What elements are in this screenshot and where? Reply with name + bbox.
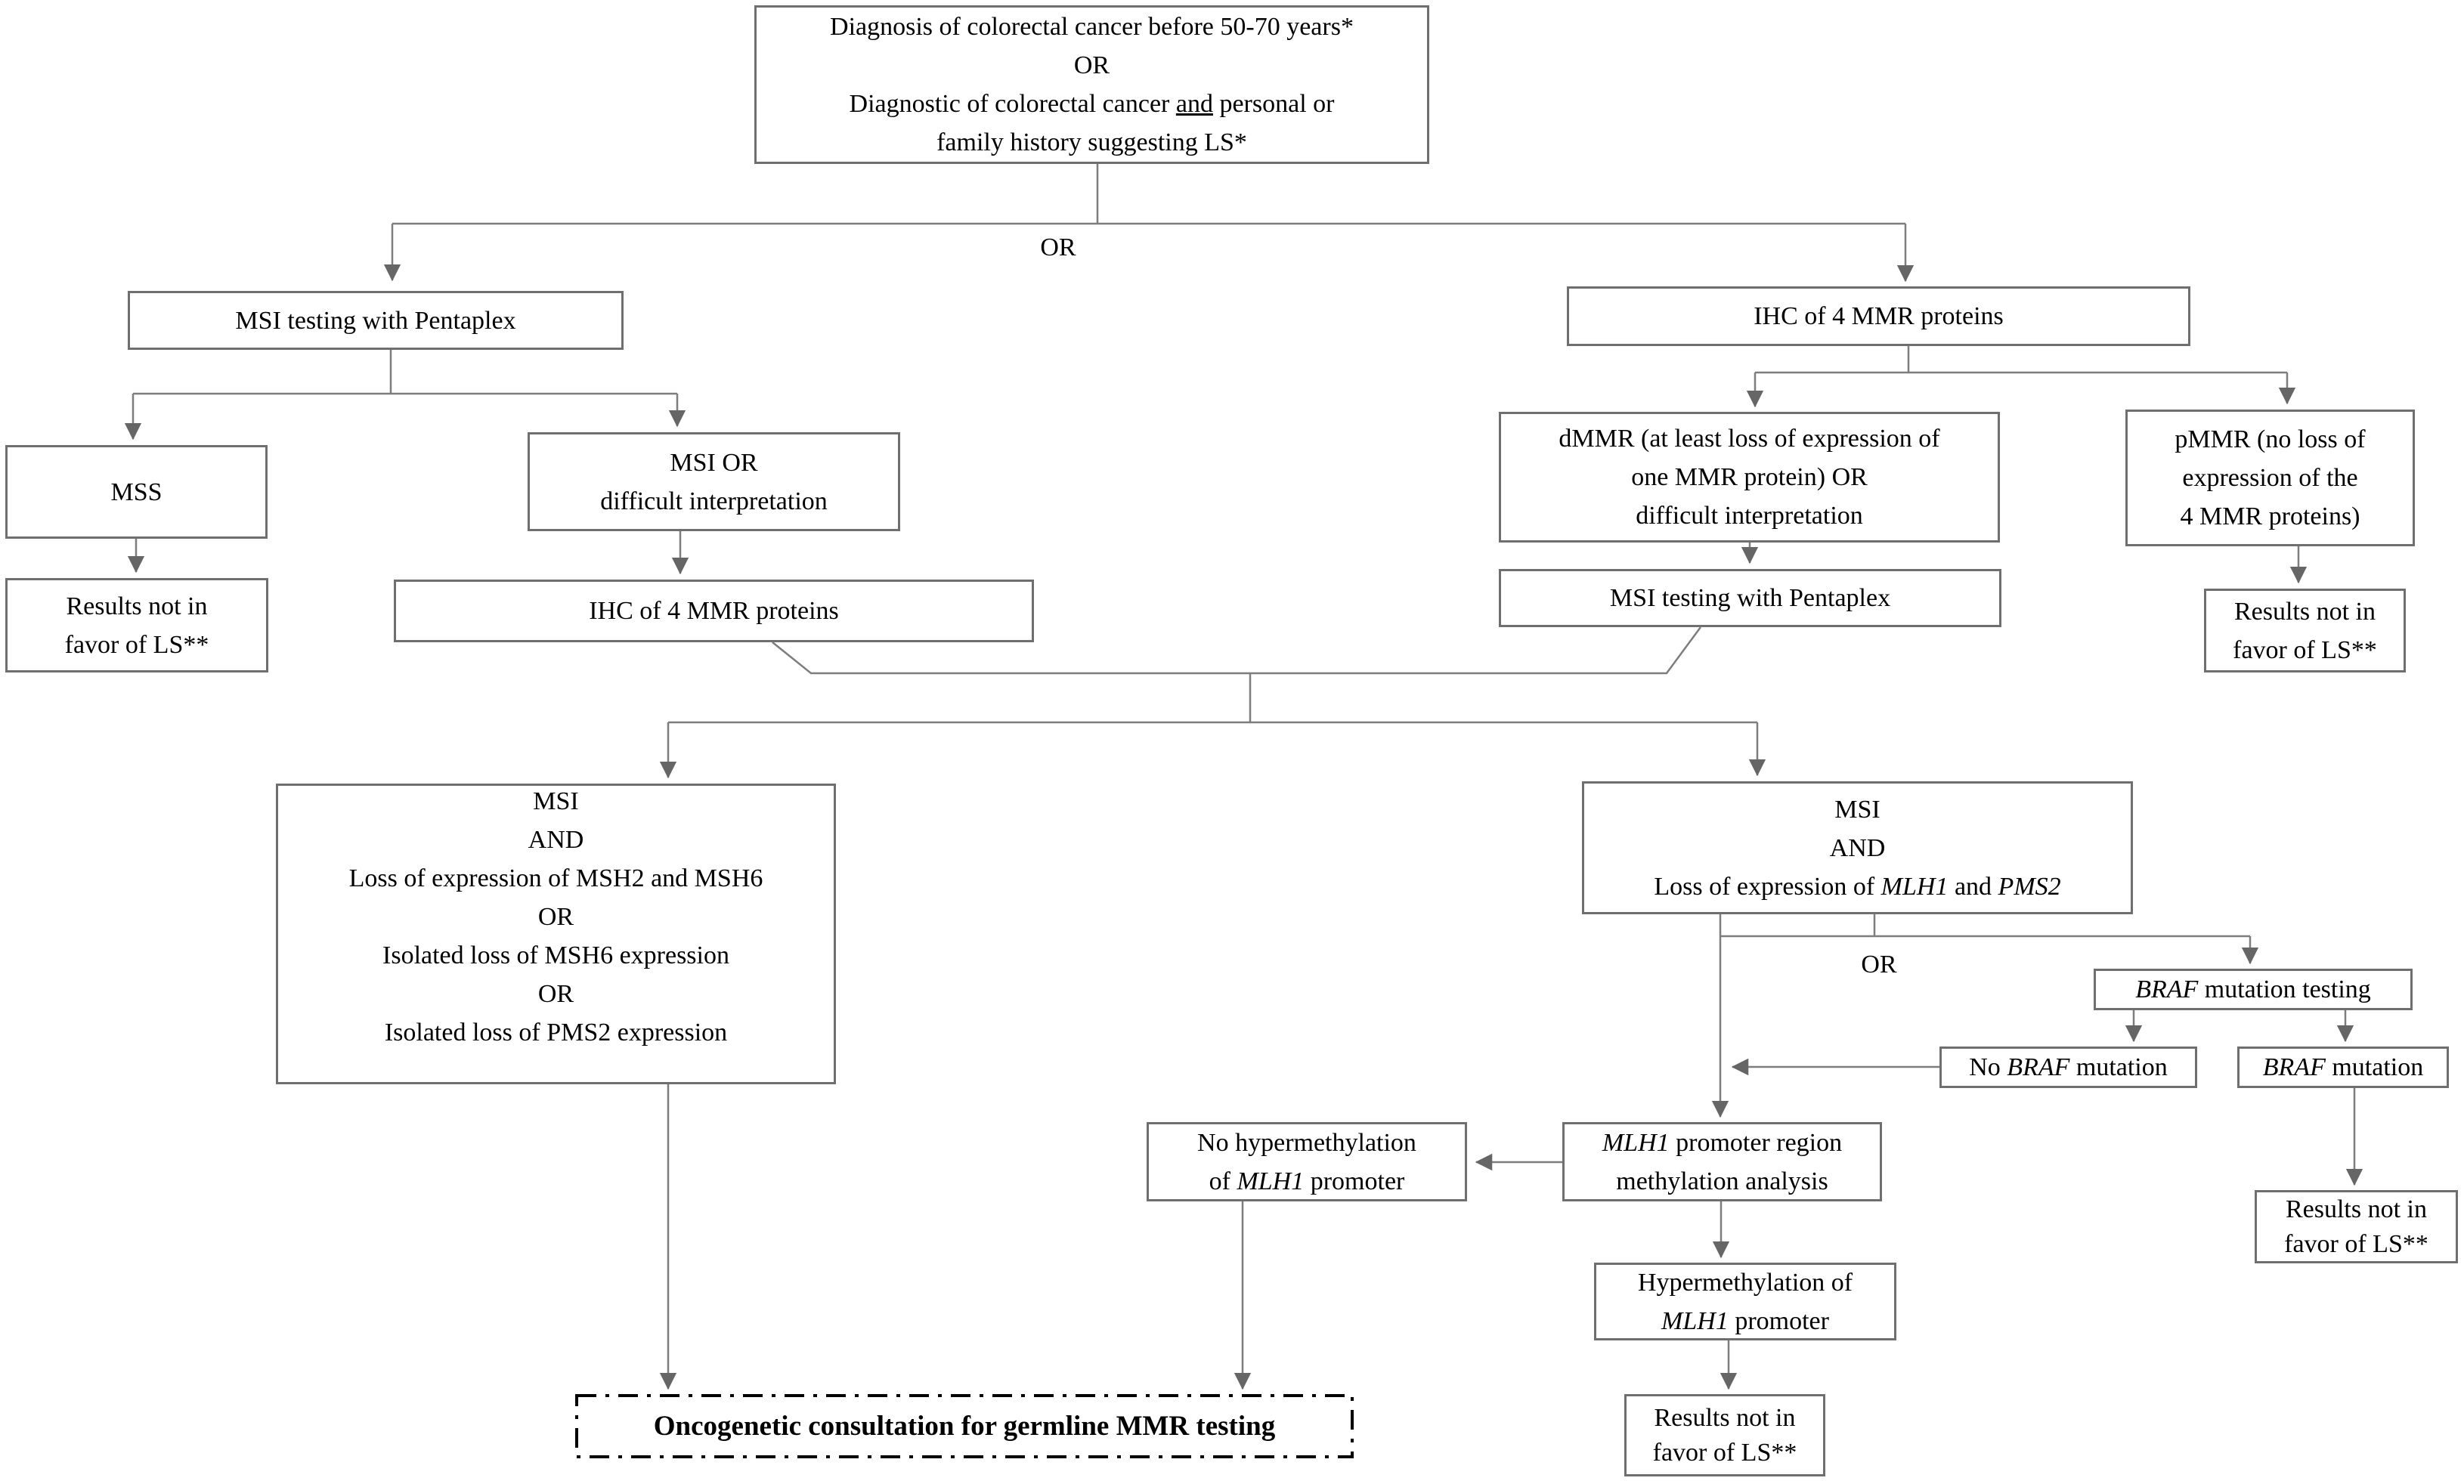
node-mss: MSS [5,445,268,539]
gene-mlh1: MLH1 [1661,1306,1729,1335]
msi-mlh-line2: AND [1829,833,1886,862]
node-msi-pentaplex-left: MSI testing with Pentaplex [128,291,624,350]
gene-braf: BRAF [2007,1053,2070,1081]
node-results-braf: Results not in favor of LS** [2255,1190,2458,1263]
no-braf-pre: No [1969,1053,2007,1081]
gene-pms2: PMS2 [1998,872,2061,901]
msi-pentaplex-left-label: MSI testing with Pentaplex [235,306,516,335]
no-braf-label: No BRAF mutation [1969,1050,2168,1086]
ihc-mmr-left-label: IHC of 4 MMR proteins [589,597,839,625]
msi-pentaplex-right-label: MSI testing with Pentaplex [1609,584,1891,612]
gene-mlh1: MLH1 [1237,1167,1305,1195]
start-line4: family history suggesting LS* [936,128,1247,156]
edge-merge-bracket [772,626,1702,675]
pmmr-line2: expression of the [2182,464,2358,492]
gene-mlh1: MLH1 [1602,1128,1670,1157]
no-hyper-line1: No hypermethylation [1197,1128,1416,1157]
results-mss-line1: Results not in [66,592,208,620]
node-msi-pentaplex-right: MSI testing with Pentaplex [1499,569,2001,627]
braf-mutation-post: mutation [2325,1053,2424,1081]
node-msi-mlh: MSI AND Loss of expression of MLH1 and P… [1582,781,2133,914]
gene-braf: BRAF [2135,975,2199,1003]
ihc-mmr-right-label: IHC of 4 MMR proteins [1754,302,2004,330]
mlh1-analysis-line1-post: promoter region [1669,1128,1843,1157]
mss-label: MSS [110,478,163,506]
results-pmmr-line1: Results not in [2233,597,2376,626]
node-msi-msh: MSI AND Loss of expression of MSH2 and M… [276,784,836,1084]
node-ihc-mmr-left: IHC of 4 MMR proteins [394,580,1034,642]
braf-mutation-label: BRAF mutation [2263,1050,2423,1086]
node-hypermethylation: Hypermethylation of MLH1 promoter [1594,1263,1896,1340]
start-line1: Diagnosis of colorectal cancer before 50… [830,13,1354,41]
no-braf-post: mutation [2069,1053,2168,1081]
braf-testing-post: mutation testing [2198,975,2371,1003]
msi-msh-line4: OR [537,903,574,931]
start-line3: Diagnostic of colorectal cancer and pers… [850,85,1335,123]
node-oncogenetic-consultation: Oncogenetic consultation for germline MM… [577,1396,1352,1457]
results-braf-line1: Results not in [2285,1195,2428,1223]
node-braf-testing: BRAF mutation testing [2094,969,2413,1010]
pmmr-line1: pMMR (no loss of [2175,425,2366,453]
start-line2: OR [1073,51,1110,79]
dmmr-line2: one MMR protein) OR [1631,463,1868,491]
node-start: Diagnosis of colorectal cancer before 50… [754,5,1429,164]
results-hyper-line2: favor of LS** [1652,1438,1797,1467]
node-no-braf: No BRAF mutation [1939,1047,2197,1088]
oncogenetic-dashdot-border [575,1394,1354,1458]
braf-testing-label: BRAF mutation testing [2135,972,2371,1008]
msi-or-difficult-line2: difficult interpretation [600,487,828,515]
no-hyper-line2: of MLH1 promoter [1209,1162,1405,1201]
msi-mlh-line3-pre: Loss of expression of [1654,872,1881,901]
oncogenetic-label: Oncogenetic consultation for germline MM… [653,1411,1276,1442]
gene-mlh1: MLH1 [1881,872,1949,901]
results-mss-line2: favor of LS** [64,630,209,659]
node-dmmr: dMMR (at least loss of expression of one… [1499,412,2000,543]
msi-mlh-line1: MSI [1834,795,1881,824]
no-hyper-line2-post: promoter [1304,1167,1405,1195]
mlh1-analysis-line2: methylation analysis [1616,1167,1828,1195]
results-pmmr-line2: favor of LS** [2233,635,2377,664]
node-pmmr: pMMR (no loss of expression of the 4 MMR… [2125,410,2415,546]
results-hyper-line1: Results not in [1654,1403,1796,1432]
node-results-pmmr: Results not in favor of LS** [2204,589,2406,672]
msi-msh-line7: Isolated loss of PMS2 expression [384,1019,728,1047]
results-braf-line2: favor of LS** [2284,1229,2428,1258]
msi-msh-line1: MSI [533,787,579,815]
pmmr-line3: 4 MMR proteins) [2180,502,2360,530]
node-no-hypermethylation: No hypermethylation of MLH1 promoter [1147,1122,1467,1201]
start-line3-pre: Diagnostic of colorectal cancer [849,90,1176,118]
hyper-line1: Hypermethylation of [1637,1268,1853,1297]
mlh1-analysis-line1: MLH1 promoter region [1602,1124,1842,1162]
msi-mlh-line3: Loss of expression of MLH1 and PMS2 [1654,867,2060,906]
hyper-line2: MLH1 promoter [1661,1302,1829,1340]
dmmr-line3: difficult interpretation [1636,502,1863,530]
start-line3-and: and [1175,90,1213,118]
no-hyper-line2-pre: of [1209,1167,1237,1195]
gene-braf: BRAF [2262,1053,2326,1081]
hyper-line2-post: promoter [1728,1306,1829,1335]
msi-msh-line2: AND [528,826,584,854]
node-braf-mutation: BRAF mutation [2237,1047,2449,1088]
node-mlh1-analysis: MLH1 promoter region methylation analysi… [1562,1122,1882,1201]
start-line3-post: personal or [1212,90,1335,118]
or-label-bottom: OR [1861,951,1897,979]
node-ihc-mmr-right: IHC of 4 MMR proteins [1567,286,2190,346]
msi-msh-line3: Loss of expression of MSH2 and MSH6 [348,864,763,892]
or-label-top: OR [1040,233,1076,261]
msi-msh-line6: OR [537,980,574,1008]
node-results-mss: Results not in favor of LS** [5,578,268,672]
dmmr-line1: dMMR (at least loss of expression of [1559,425,1940,453]
node-results-hyper: Results not in favor of LS** [1624,1394,1825,1476]
msi-msh-line5: Isolated loss of MSH6 expression [382,941,729,969]
msi-or-difficult-line1: MSI OR [670,448,758,477]
node-msi-or-difficult: MSI OR difficult interpretation [528,432,900,531]
msi-mlh-line3-mid: and [1948,872,1998,901]
